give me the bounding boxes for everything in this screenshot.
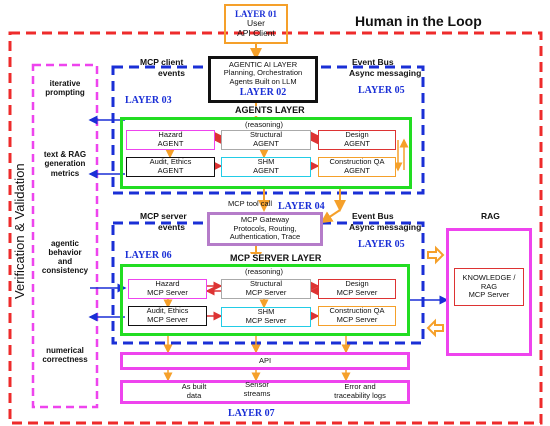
metric-text-rag-generation: text & RAG generation metrics [43, 150, 87, 178]
data-sources-bar [120, 380, 410, 404]
verification-validation-label: Verification & Validation [11, 163, 27, 299]
server-frame [111, 221, 425, 345]
agentic-ai-layer-box: AGENTIC AI LAYER Planning, Orchestration… [208, 56, 318, 103]
layer-01-label: LAYER 01 [235, 9, 277, 20]
metric-agentic-behavior: agentic behavior and consistency [41, 238, 89, 276]
agents-layer-title: AGENTS LAYER [233, 105, 307, 116]
mcp-gateway-box: MCP Gateway Protocols, Routing, Authenti… [207, 212, 323, 246]
agentic-ai-line2: Planning, Orchestration [223, 68, 303, 78]
layer-05-bottom-label: LAYER 05 [358, 239, 405, 250]
hitl-frame [8, 31, 543, 425]
agentic-ai-line3: Agents Built on LLM [229, 77, 297, 87]
agents-layer-subtitle: (reasoning) [245, 120, 283, 129]
user-label: User [247, 18, 265, 29]
events-top-label: events [158, 68, 185, 78]
mcp-server-label: MCP server [140, 211, 187, 221]
rag-arrow-right [427, 245, 445, 265]
user-api-client-box: LAYER 01 User API Client [224, 4, 288, 44]
mcp-server-layer-box [120, 264, 410, 336]
mcp-server-layer-title: MCP SERVER LAYER [228, 253, 324, 264]
layer-05-top-label: LAYER 05 [358, 85, 405, 96]
agents-frame [111, 65, 425, 195]
layer-07-label: LAYER 07 [228, 408, 275, 419]
rag-label: RAG [481, 211, 500, 221]
knowledge-rag-mcp-server: KNOWLEDGE / RAG MCP Server [454, 268, 524, 306]
agentic-ai-title: AGENTIC AI LAYER [228, 59, 298, 69]
async-bottom-label: Async messaging [349, 222, 422, 232]
layer-02-label: LAYER 02 [239, 86, 287, 98]
event-bus-top-label: Event Bus [352, 57, 394, 67]
metric-numerical-correctness: numerical correctness [42, 345, 88, 364]
event-bus-bottom-label: Event Bus [352, 211, 394, 221]
api-client-label: API Client [237, 28, 275, 39]
api-bar: API [120, 352, 410, 370]
rag-arrow-left [426, 318, 444, 338]
layer-03-label: LAYER 03 [125, 95, 172, 106]
mcp-server-layer-subtitle: (reasoning) [245, 267, 283, 276]
mcp-tool-call-label: MCP tool call [228, 199, 273, 208]
agents-layer-box [120, 117, 412, 189]
hitl-title: Human in the Loop [355, 13, 482, 29]
async-top-label: Async messaging [349, 68, 422, 78]
metric-iterative-prompting: iterative prompting [45, 78, 85, 97]
layer-06-label: LAYER 06 [125, 250, 172, 261]
rag-frame [446, 228, 532, 356]
events-bottom-label: events [158, 222, 185, 232]
layer-04-label: LAYER 04 [278, 201, 325, 212]
mcp-client-label: MCP client [140, 57, 184, 67]
verification-column [31, 63, 99, 409]
